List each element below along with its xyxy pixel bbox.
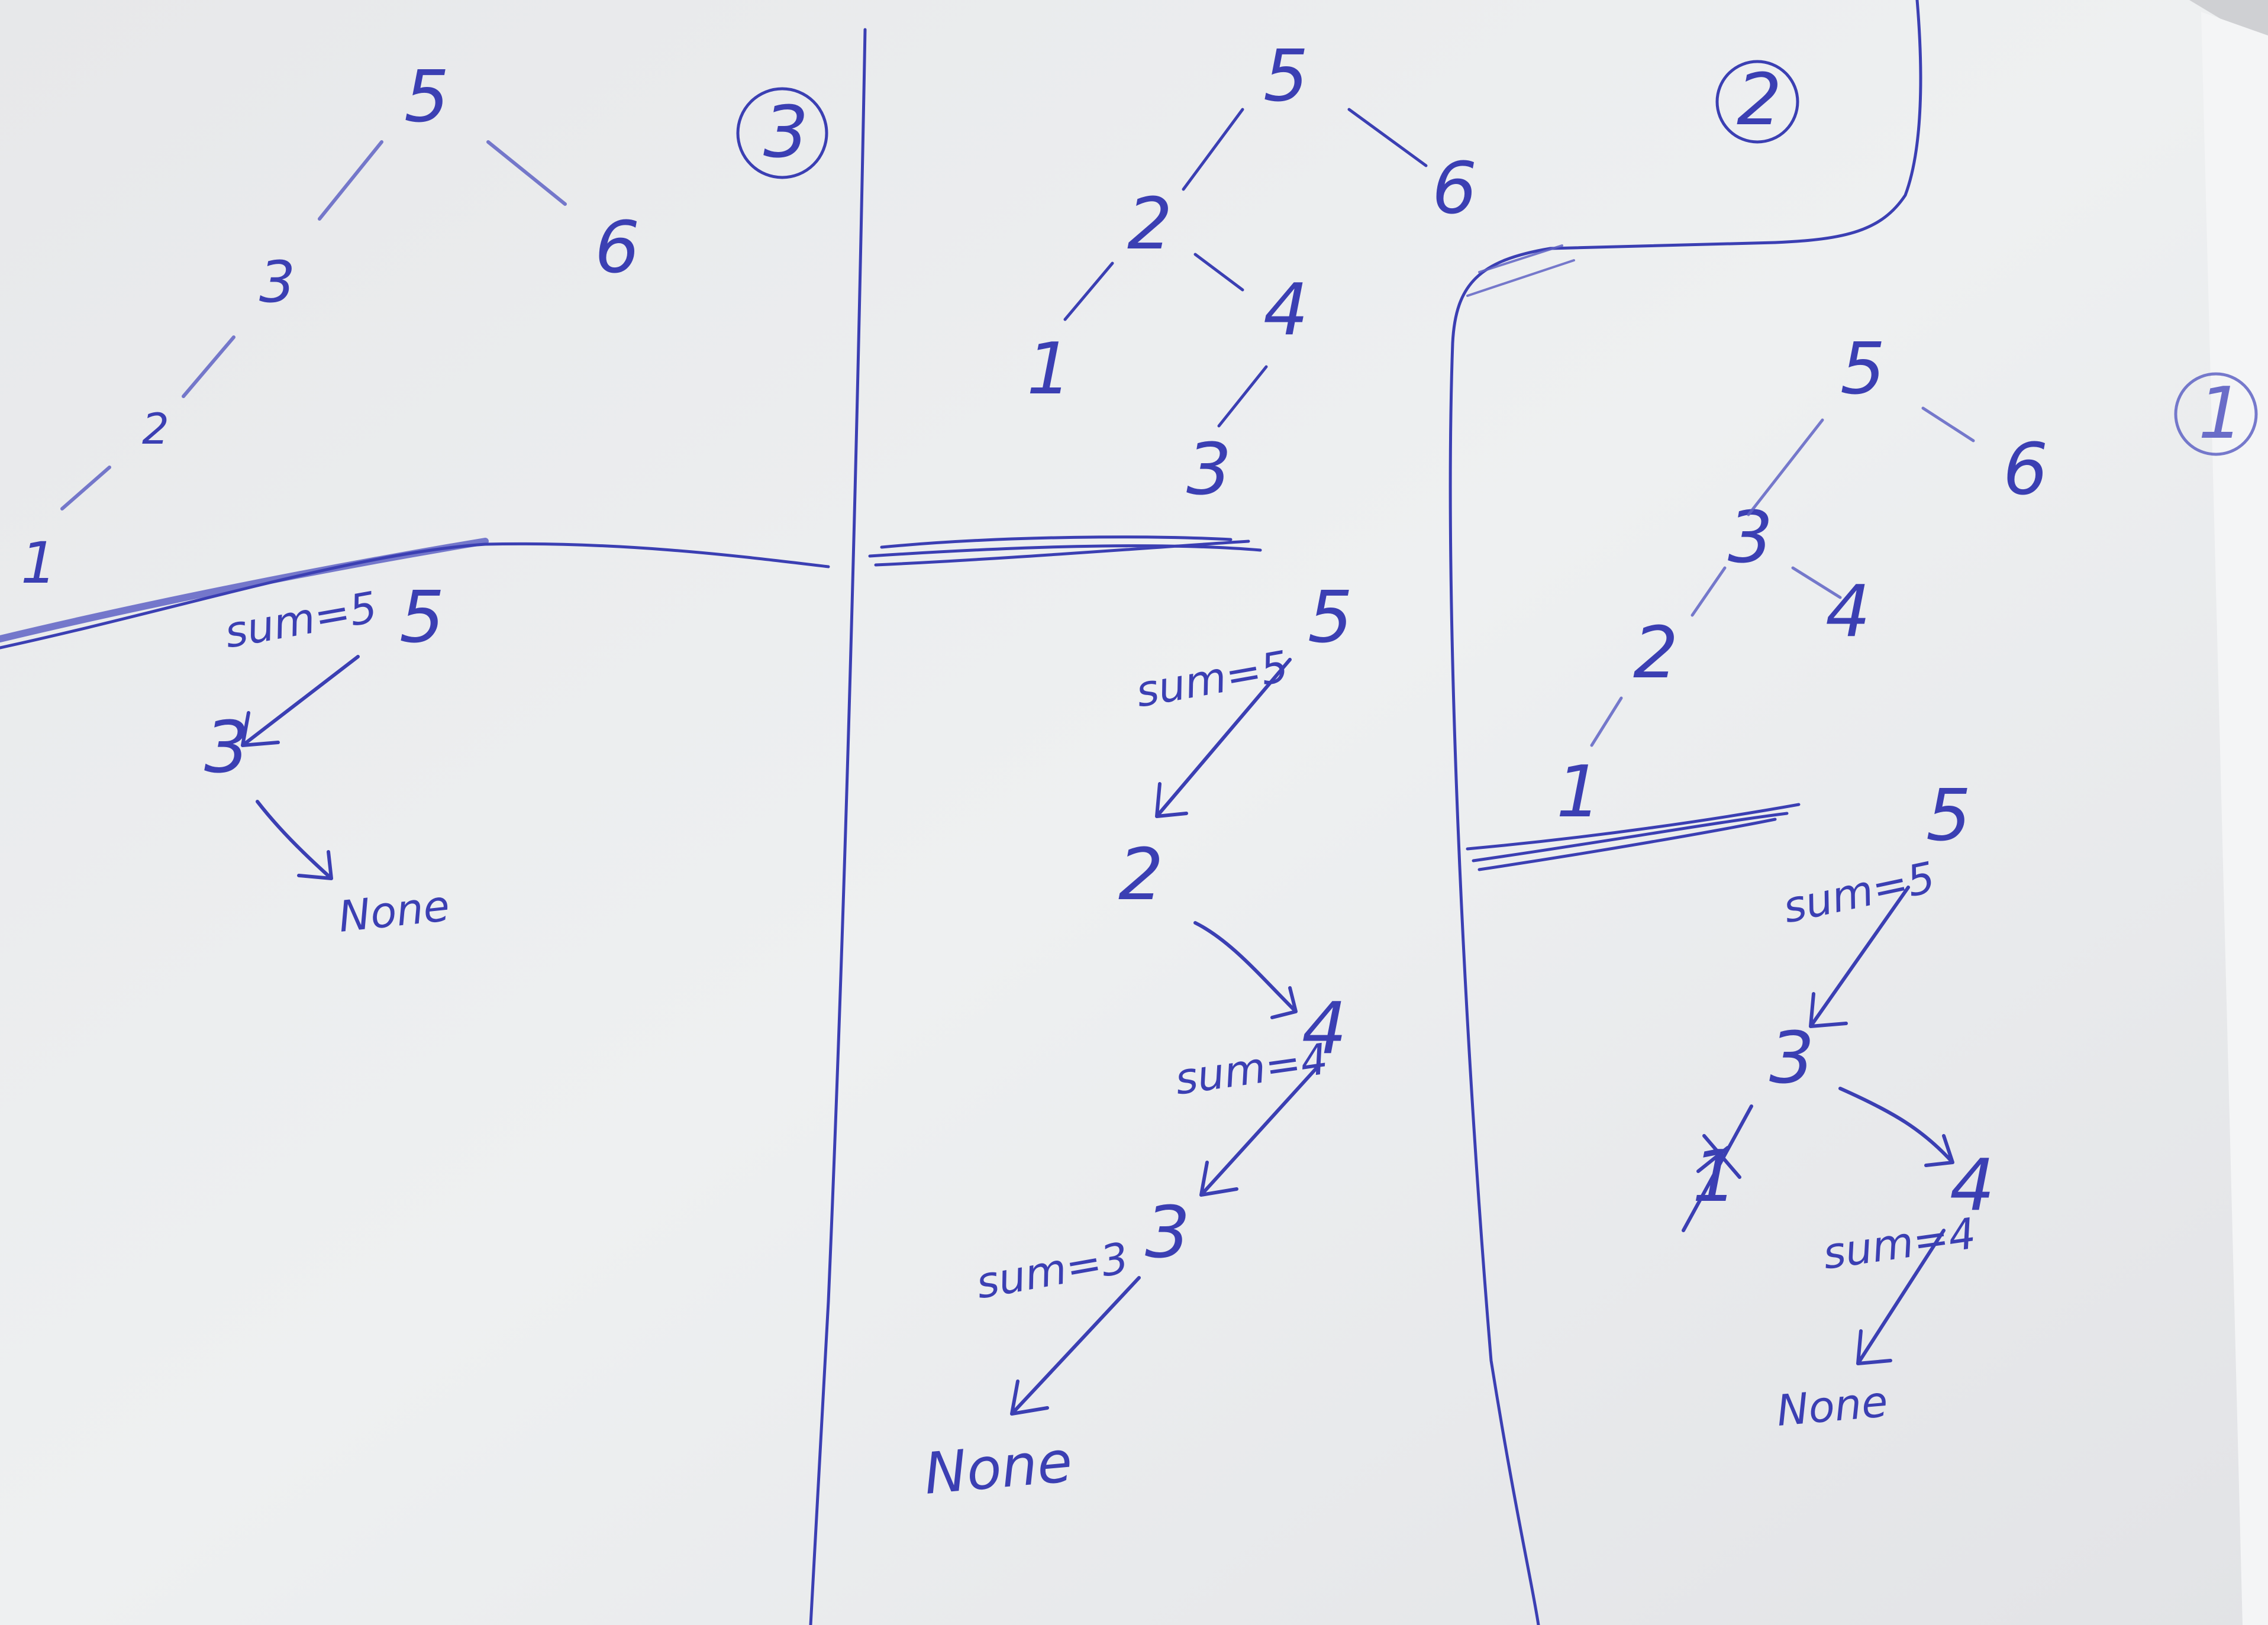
tree-edge	[1182, 108, 1244, 191]
crossed-out-node: 1	[1682, 1104, 1753, 1232]
tree-node: 4	[1263, 269, 1308, 351]
tree-node: 4	[1825, 571, 1870, 653]
trace-node: 3	[1769, 1017, 1814, 1100]
tree-edge	[1063, 261, 1114, 321]
trace-node: 5	[1308, 577, 1353, 659]
trace-arrow	[1856, 1229, 1946, 1365]
tree-node: 5	[1263, 35, 1308, 118]
separator-line	[0, 542, 830, 650]
tree-edge	[1193, 253, 1244, 292]
tree-node: 3	[1186, 429, 1231, 511]
trace-node: 4	[1302, 988, 1347, 1070]
tree-node: 3	[1728, 497, 1773, 579]
badge-number: 1	[2198, 373, 2243, 455]
trace-arrow	[1199, 1063, 1321, 1197]
strike-through	[1682, 1104, 1753, 1232]
tree-edge	[1921, 406, 1975, 442]
trace-arrow	[241, 655, 360, 747]
tree-node: 6	[1432, 148, 1477, 230]
badge-number: 2	[1737, 59, 1782, 141]
panel-2: 2 5 6 2 4 1 3 5 sum=5 2 4 sum=4 3 sum=3 …	[868, 35, 1799, 1507]
tree-node: 3	[259, 249, 295, 315]
badge-circle	[2174, 372, 2258, 456]
trace-arrow	[1010, 1276, 1141, 1416]
divider-right-frame	[1448, 0, 1922, 1625]
tree-node: 2	[1127, 183, 1172, 266]
tree-node: 6	[2003, 429, 2048, 511]
tree-edge	[60, 466, 111, 511]
tree-edge	[182, 335, 235, 398]
trace-node: 5	[399, 577, 444, 659]
tree-edge	[1347, 108, 1428, 167]
panel-3: 3 5 6 3 2 1 sum=5 5 3 None	[0, 56, 830, 942]
trace-arrow	[256, 800, 333, 880]
paper-edge	[2201, 12, 2268, 1625]
separator-line	[1466, 803, 1801, 871]
divider-left	[809, 28, 867, 1625]
trace-arrow	[1193, 921, 1298, 1019]
tree-edge	[318, 140, 383, 221]
tree-node: 1	[21, 530, 57, 596]
trace-arrow	[1809, 886, 1910, 1028]
trace-node: 2	[1118, 834, 1163, 916]
tree-edge	[1590, 696, 1623, 747]
tree-node: 5	[1840, 328, 1885, 411]
trace-node: 4	[1950, 1145, 1995, 1227]
trace-node: 5	[1926, 775, 1971, 857]
end-label: None	[336, 881, 452, 942]
tree-edge	[1791, 566, 1842, 599]
tree-node: 5	[404, 56, 449, 138]
tree-edge	[1747, 418, 1824, 516]
tree-edge	[486, 140, 567, 206]
trace-arrow	[1838, 1087, 1954, 1167]
panel-1: 1 5 6 3 4 2 1 5 sum=5 3 1 4 sum=4 None	[1466, 328, 2258, 1436]
tree-node: 1	[1556, 751, 1601, 834]
trace-arrow	[1155, 658, 1292, 818]
separator-line	[868, 535, 1262, 567]
trace-node: 3	[1145, 1192, 1190, 1274]
badge-circle	[1715, 60, 1799, 144]
badge-number: 3	[763, 92, 808, 174]
badge-circle	[736, 87, 828, 179]
tree-node: 1	[1027, 328, 1072, 411]
tree-node: 2	[142, 404, 169, 454]
tree-edge	[1217, 365, 1268, 428]
divider-right-frame-hatch	[1466, 244, 1575, 297]
tree-node: 2	[1633, 612, 1678, 694]
end-label: None	[1775, 1377, 1889, 1436]
tree-node: 6	[595, 207, 640, 289]
tree-edge	[1690, 566, 1727, 617]
trace-node: 3	[204, 707, 249, 789]
end-label: None	[921, 1429, 1075, 1507]
